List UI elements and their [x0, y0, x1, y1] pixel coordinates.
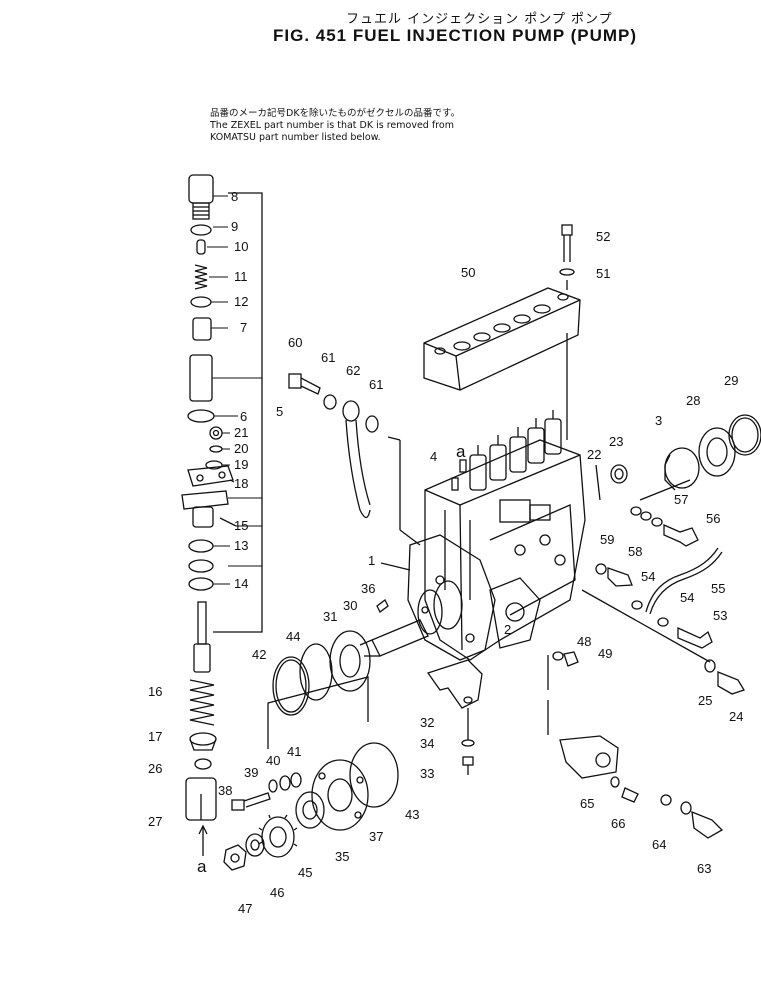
callout-54b: 54	[680, 590, 694, 605]
callout-36: 36	[361, 581, 375, 596]
pump-housing	[380, 410, 586, 690]
bracket	[426, 659, 483, 775]
callout-27: 27	[148, 814, 162, 829]
plunger-stack	[181, 174, 263, 856]
callout-20: 20	[234, 441, 248, 456]
figure-title: FIG. 451 FUEL INJECTION PUMP (PUMP)	[273, 26, 638, 45]
callout-48: 48	[577, 634, 591, 649]
cover-assembly	[223, 742, 399, 871]
overflow-pipe	[288, 373, 467, 519]
callout-18: 18	[234, 476, 248, 491]
callout-58: 58	[628, 544, 642, 559]
note-line-2: KOMATSU part number listed below.	[210, 132, 381, 143]
callout-61b: 61	[369, 377, 383, 392]
callout-47: 47	[238, 901, 252, 916]
callout-21: 21	[234, 425, 248, 440]
part-number-note: 品番のメーカ記号DKを除いたものがゼクセルの品番です。 The ZEXEL pa…	[210, 108, 460, 144]
callout-32: 32	[420, 715, 434, 730]
callout-61: 61	[321, 350, 335, 365]
callout-34: 34	[420, 736, 434, 751]
callout-41: 41	[287, 744, 301, 759]
callout-45: 45	[298, 865, 312, 880]
callout-9: 9	[231, 219, 238, 234]
callout-60: 60	[288, 335, 302, 350]
callout-54: 54	[641, 569, 655, 584]
callout-63: 63	[697, 861, 711, 876]
callout-labels: 1 2 3 4 5 6 7 8 9 10 11 12 13 14 15 16 1…	[148, 189, 743, 916]
note-line-1: The ZEXEL part number is that DK is remo…	[210, 120, 454, 131]
callout-8: 8	[231, 189, 238, 204]
callout-50: 50	[461, 265, 475, 280]
callout-5: 5	[276, 404, 283, 419]
callout-10: 10	[234, 239, 248, 254]
callout-25: 25	[698, 693, 712, 708]
callout-55: 55	[711, 581, 725, 596]
callout-6: 6	[240, 409, 247, 424]
callout-46: 46	[270, 885, 284, 900]
callout-62: 62	[346, 363, 360, 378]
callout-26: 26	[148, 761, 162, 776]
callout-56: 56	[706, 511, 720, 526]
callout-66: 66	[611, 816, 625, 831]
callout-3: 3	[655, 413, 662, 428]
head-cover	[423, 224, 581, 440]
figure-title-japanese: フュエル インジェクション ポンプ ポンプ	[346, 12, 613, 27]
callout-leaders	[207, 195, 262, 633]
callout-7: 7	[240, 320, 247, 335]
callout-4: 4	[430, 449, 437, 464]
callout-51: 51	[596, 266, 610, 281]
callout-52: 52	[596, 229, 610, 244]
reference-letter-a-bottom: a	[197, 857, 207, 876]
callout-59: 59	[600, 532, 614, 547]
callout-24: 24	[729, 709, 743, 724]
camshaft-assembly	[267, 580, 463, 749]
callout-33: 33	[420, 766, 434, 781]
callout-38: 38	[218, 783, 232, 798]
callout-29: 29	[724, 373, 738, 388]
callout-42: 42	[252, 647, 266, 662]
callout-30: 30	[343, 598, 357, 613]
callout-23: 23	[609, 434, 623, 449]
callout-37: 37	[369, 829, 383, 844]
callout-11: 11	[234, 269, 248, 284]
callout-16: 16	[148, 684, 162, 699]
callout-19: 19	[234, 457, 248, 472]
callout-14: 14	[234, 576, 248, 591]
callout-43: 43	[405, 807, 419, 822]
callout-13: 13	[234, 538, 248, 553]
callout-65: 65	[580, 796, 594, 811]
reference-letter-a-top: a	[456, 442, 466, 461]
callout-39: 39	[244, 765, 258, 780]
callout-1: 1	[368, 553, 375, 568]
callout-53: 53	[713, 608, 727, 623]
callout-22: 22	[587, 447, 601, 462]
callout-2: 2	[504, 622, 511, 637]
callout-64: 64	[652, 837, 666, 852]
callout-15: 15	[234, 518, 248, 533]
callout-40: 40	[266, 753, 280, 768]
note-line-japanese: 品番のメーカ記号DKを除いたものがゼクセルの品番です。	[210, 108, 461, 119]
callout-44: 44	[286, 629, 300, 644]
callout-49: 49	[598, 646, 612, 661]
callout-35: 35	[335, 849, 349, 864]
callout-28: 28	[686, 393, 700, 408]
callout-17: 17	[148, 729, 162, 744]
right-side-parts	[547, 414, 761, 839]
callout-31: 31	[323, 609, 337, 624]
callout-12: 12	[234, 294, 248, 309]
callout-57: 57	[674, 492, 688, 507]
